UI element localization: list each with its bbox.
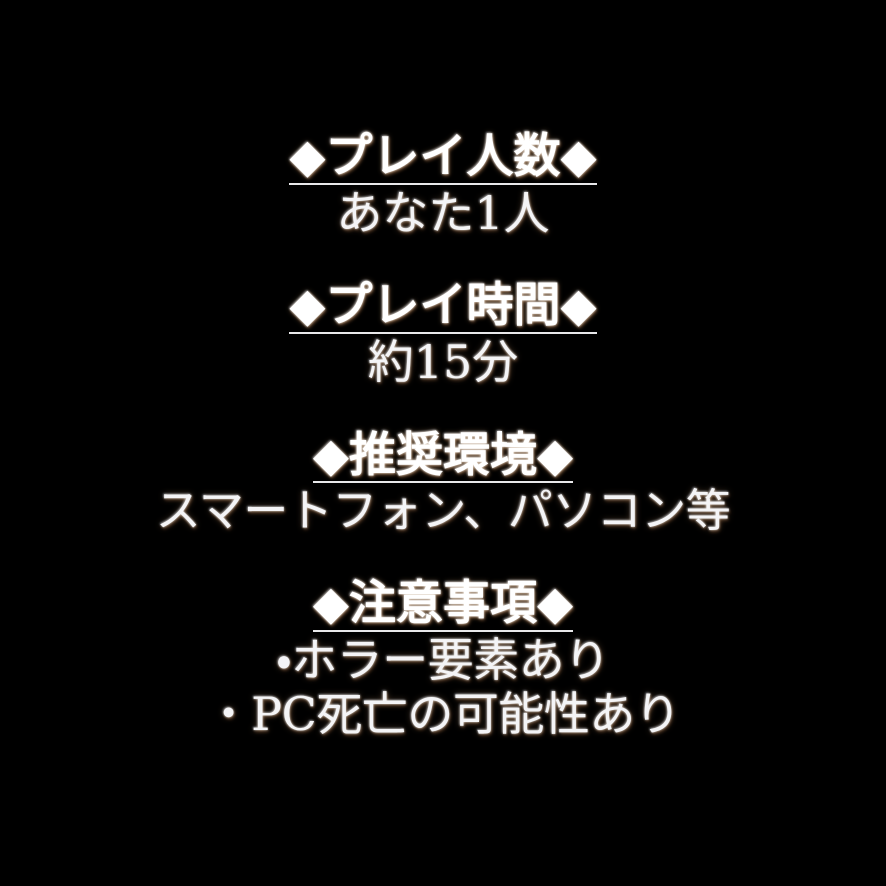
section-heading-notices: ◆注意事項◆ [312,575,574,632]
section-line-notices-2: ・PC死亡の可能性あり [205,687,681,742]
section-play-time: ◆プレイ時間◆ 約15分 [0,281,886,388]
section-line-play-time-1: 約15分 [367,335,519,390]
section-line-notices-1: ・ホラー要素あり [276,632,610,687]
section-line-recommended-environment-1: スマートフォン、パソコン等 [155,484,731,538]
section-line-play-count-1: あなた1人 [336,185,550,240]
section-recommended-environment: ◆推奨環境◆ スマートフォン、パソコン等 [0,427,886,538]
section-play-count: ◆プレイ人数◆ あなた1人 [0,132,886,239]
section-heading-play-time: ◆プレイ時間◆ [289,278,597,335]
section-notices: ◆注意事項◆ ・ホラー要素あり ・PC死亡の可能性あり [0,579,886,741]
section-heading-recommended-environment: ◆推奨環境◆ [312,427,574,484]
section-heading-play-count: ◆プレイ人数◆ [289,129,597,185]
